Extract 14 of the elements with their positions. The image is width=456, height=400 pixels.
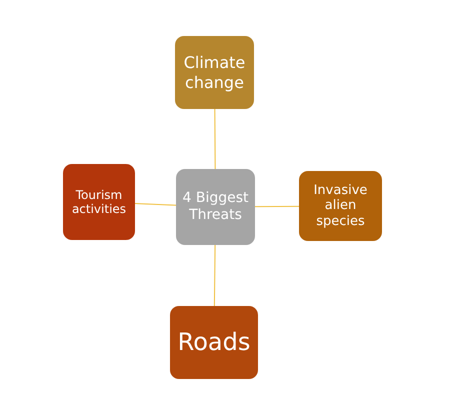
node-label: Invasive alien species bbox=[312, 182, 368, 230]
node-label: 4 Biggest Threats bbox=[181, 190, 250, 224]
connector-line bbox=[254, 206, 300, 208]
topic-box bbox=[175, 36, 254, 109]
connector-line bbox=[134, 203, 176, 206]
topic-box bbox=[63, 164, 135, 240]
topic-box bbox=[299, 171, 382, 241]
center-box bbox=[176, 169, 255, 245]
connector-line bbox=[214, 244, 216, 306]
node-label: Climate change bbox=[182, 53, 246, 92]
topic-box bbox=[170, 306, 258, 379]
node-label: Roads bbox=[178, 328, 250, 357]
node-label: Tourism activities bbox=[70, 188, 128, 216]
connector-line bbox=[214, 108, 216, 170]
